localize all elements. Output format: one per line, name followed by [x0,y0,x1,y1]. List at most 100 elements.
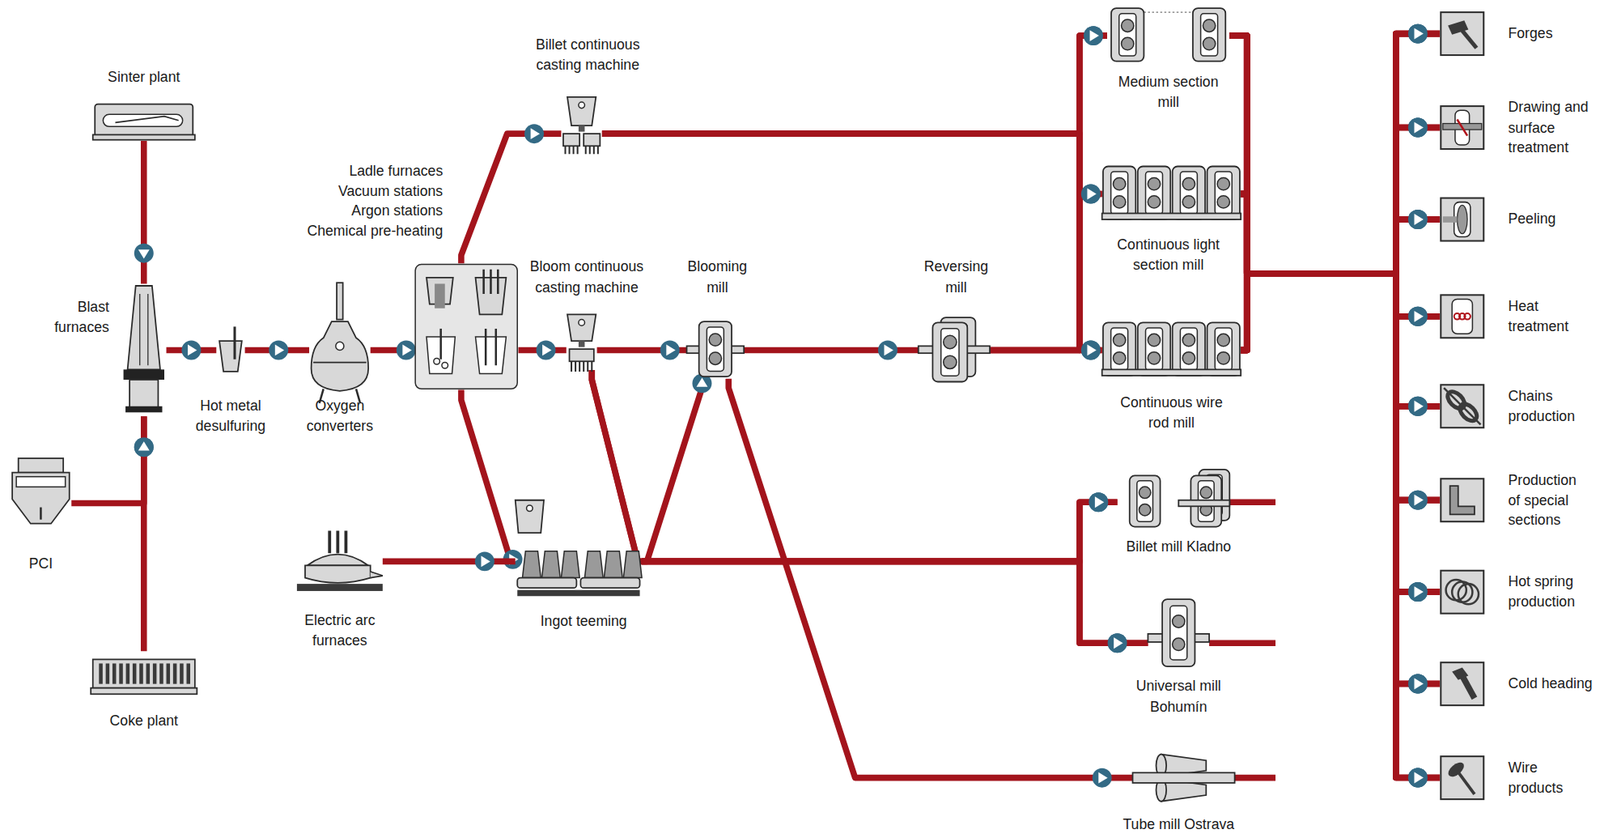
flow-connector [1240,24,1440,274]
unit-icon [566,314,598,370]
unit-label: Forges [1508,23,1591,44]
unit-label: Drawing and surface treatment [1508,97,1591,158]
flow-connector [1240,194,1440,510]
plant-unit: Reversing mill [918,317,990,383]
unit-label: Oxygen converters [296,395,384,436]
unit-icon [918,317,990,383]
flow-connector [602,133,1103,360]
flow-connector [370,339,416,360]
flow-connector [1240,194,1440,603]
unit-icon [560,97,602,159]
unit-label: Bloom continuous casting machine [515,257,659,298]
flow-connector [602,25,1108,134]
flow-connector [1240,194,1440,788]
flow-connector [245,339,310,360]
unit-icon [1117,475,1231,529]
unit-icon [1439,293,1485,339]
flow-connector [382,551,516,571]
flow-connector [518,339,567,360]
plant-unit: Hot metal desulfuring [216,326,245,374]
unit-icon [1439,661,1485,706]
unit-label: Continuous light section mill [1107,234,1230,275]
plant-unit: Hot spring production [1439,568,1485,614]
flow-connector [989,184,1103,351]
unit-label: Reversing mill [916,257,995,298]
flow-connector [1240,194,1440,694]
flow-connector [461,123,562,264]
flow-connector [1240,273,1440,694]
flow-connector [1240,118,1440,274]
plant-unit: Bloom continuous casting machine [566,314,598,370]
flow-connector [1240,273,1440,351]
plant-unit: Electric arc furnaces [297,530,383,593]
flow-connector [1240,24,1440,351]
unit-label: Tube mill Ostrava [1091,814,1265,835]
unit-label: Cold heading [1508,673,1599,694]
flow-connector [1229,35,1440,274]
plant-unit: Continuous light section mill [1102,165,1241,221]
unit-icon [1439,196,1485,242]
unit-icon [1439,105,1485,150]
unit-icon [687,321,745,379]
flow-connector [591,369,1148,653]
plant-unit: Chains production [1439,383,1485,429]
unit-icon [1439,568,1485,614]
flow-connector [743,339,919,360]
flow-connector [1240,209,1440,350]
flow-connector [602,133,1103,204]
unit-icon [1133,751,1236,803]
unit-label: Wire products [1508,757,1591,798]
unit-label: Ladle furnaces Vacuum stations Argon sta… [297,161,443,241]
plant-unit: Medium section mill [1107,8,1230,64]
plant-unit: Blooming mill [687,321,745,379]
unit-label: Coke plant [82,711,205,732]
plant-unit: Heat treatment [1439,293,1485,339]
flow-connector [989,25,1108,350]
unit-label: Hot metal desulfuring [186,395,275,436]
unit-label: Continuous wire rod mill [1112,392,1231,433]
unit-label: Medium section mill [1111,72,1225,113]
unit-icon [297,530,383,593]
unit-icon [90,650,197,696]
plant-unit: Wire products [1439,755,1485,800]
unit-icon [121,283,166,416]
unit-label: Billet continuous casting machine [516,34,660,75]
flow-connector [1240,273,1440,602]
unit-icon [216,326,245,374]
flow-connector [1240,118,1440,351]
plant-unit: Production of special sections [1439,477,1485,523]
unit-icon [1102,322,1241,378]
unit-label: Hot spring production [1508,572,1591,612]
plant-unit: Universal mill Bohumín [1147,598,1210,667]
plant-unit: Blast furnaces [121,283,166,416]
plant-unit: Coke plant [90,650,197,696]
plant-unit: Billet mill Kladno [1117,475,1231,529]
unit-icon [93,100,196,141]
flow-connector [1240,273,1440,416]
unit-label: Chains production [1508,386,1591,426]
unit-label: Production of special sections [1508,470,1591,531]
flow-connector [1240,194,1440,274]
flow-connector [641,560,1148,653]
unit-icon [1147,598,1210,667]
unit-label: Blast furnaces [38,297,110,337]
unit-label: Universal mill Bohumín [1117,676,1240,717]
flow-connector [728,378,1133,788]
unit-label: Peeling [1508,209,1591,230]
flow-connector [641,373,712,561]
unit-label: Blooming mill [678,257,756,298]
plant-unit: Oxygen converters [309,280,371,420]
flow-connector [1229,35,1440,602]
flow-connector [1229,35,1440,327]
unit-label: PCI [15,554,67,575]
flow-connector [989,339,1103,360]
unit-label: Billet mill Kladno [1091,536,1265,557]
plant-unit: Ingot teeming [515,500,642,599]
plant-unit: Ladle furnaces Vacuum stations Argon sta… [414,263,519,390]
plant-unit: Cold heading [1439,661,1485,706]
unit-label: Electric arc furnaces [296,610,384,650]
flow-connector [134,415,154,651]
plant-unit: Sinter plant [93,100,196,141]
flow-connector [1229,35,1440,693]
unit-icon [10,456,73,539]
